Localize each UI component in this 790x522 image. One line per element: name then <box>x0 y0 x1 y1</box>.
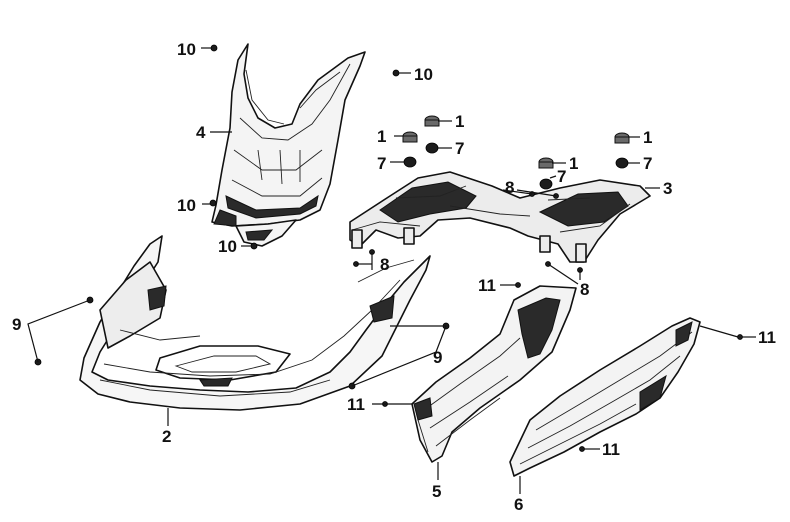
callout-10: 10 <box>414 65 433 84</box>
callout-6: 6 <box>514 495 523 514</box>
part-6-side-cover-right <box>509 317 701 477</box>
callout-1: 1 <box>455 112 464 131</box>
callout-11: 11 <box>758 328 776 347</box>
callout-10: 10 <box>218 237 237 256</box>
callout-2: 2 <box>162 427 171 446</box>
callout-1: 1 <box>643 128 652 147</box>
part-4-front-upper-cover <box>211 43 366 247</box>
part-3-frame-bracket <box>349 171 651 263</box>
callout-labels: 10 10 4 10 10 1 1 7 7 1 7 8 1 7 3 8 11 8… <box>12 40 776 514</box>
leader-lines <box>27 47 756 494</box>
callout-3: 3 <box>663 179 672 198</box>
callout-7: 7 <box>455 139 464 158</box>
callout-7: 7 <box>377 154 386 173</box>
callout-11: 11 <box>602 440 620 459</box>
callout-11: 11 <box>478 276 496 295</box>
callout-5: 5 <box>432 482 441 501</box>
callout-10: 10 <box>177 40 196 59</box>
callout-7: 7 <box>643 154 652 173</box>
part-5-side-cover-left <box>411 285 577 463</box>
callout-9: 9 <box>12 315 21 334</box>
callout-1: 1 <box>377 127 386 146</box>
callout-9: 9 <box>433 348 442 367</box>
callout-1: 1 <box>569 154 578 173</box>
callout-11: 11 <box>347 395 365 414</box>
callout-10: 10 <box>177 196 196 215</box>
callout-7: 7 <box>557 167 566 186</box>
caps-1-and-grommets-7 <box>402 115 630 190</box>
part-2-floor-panel <box>79 235 431 411</box>
callout-4: 4 <box>196 123 206 142</box>
callout-8: 8 <box>580 280 589 299</box>
callout-8: 8 <box>380 255 389 274</box>
callout-8: 8 <box>505 178 514 197</box>
